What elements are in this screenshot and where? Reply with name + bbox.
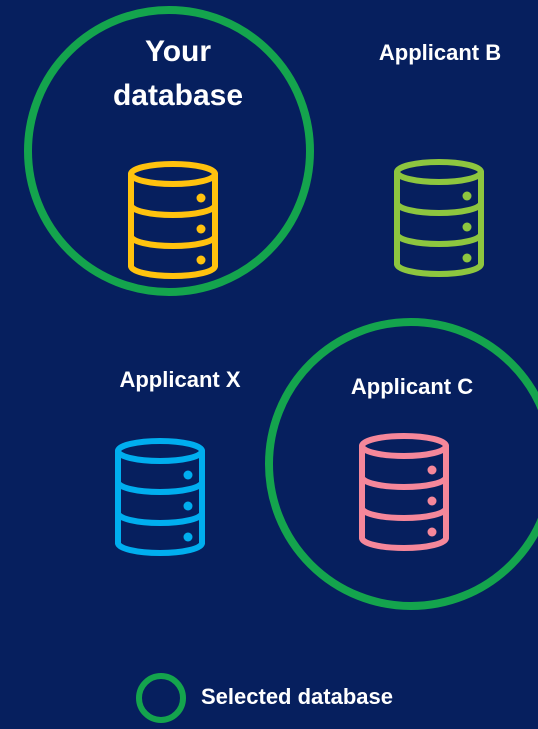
selection-ring-applicant-c xyxy=(265,318,538,610)
database-status-dot xyxy=(427,496,437,506)
label-applicant-x: Applicant X xyxy=(90,365,270,395)
label-applicant-b: Applicant B xyxy=(350,38,530,68)
label-your-database-line-1: Your xyxy=(144,35,212,68)
database-status-dot xyxy=(183,501,193,511)
label-applicant-c: Applicant C xyxy=(322,372,502,402)
selection-ring-your-database xyxy=(24,6,314,296)
database-status-dot xyxy=(183,532,193,542)
label-applicant-x-line-1: Applicant X xyxy=(119,367,241,392)
label-your-database-line-2: database xyxy=(112,79,244,112)
database-status-dot xyxy=(183,470,193,480)
label-applicant-c-line-1: Applicant C xyxy=(350,374,474,399)
legend-ring-icon xyxy=(136,673,186,723)
label-your-database: Your database xyxy=(78,30,278,118)
database-status-dot xyxy=(427,465,437,475)
database-status-dot xyxy=(462,253,472,263)
database-status-dot xyxy=(196,193,206,203)
database-icon-applicant-b xyxy=(391,158,487,278)
database-status-dot xyxy=(462,222,472,232)
database-icon-applicant-c xyxy=(356,432,452,552)
database-status-dot xyxy=(427,527,437,537)
label-applicant-b-line-1: Applicant B xyxy=(378,40,502,65)
database-status-dot xyxy=(196,224,206,234)
database-icon-applicant-x xyxy=(112,437,208,557)
database-status-dot xyxy=(462,191,472,201)
database-status-dot xyxy=(196,255,206,265)
legend-label: Selected database xyxy=(201,684,393,709)
database-icon-your-database xyxy=(125,160,221,280)
